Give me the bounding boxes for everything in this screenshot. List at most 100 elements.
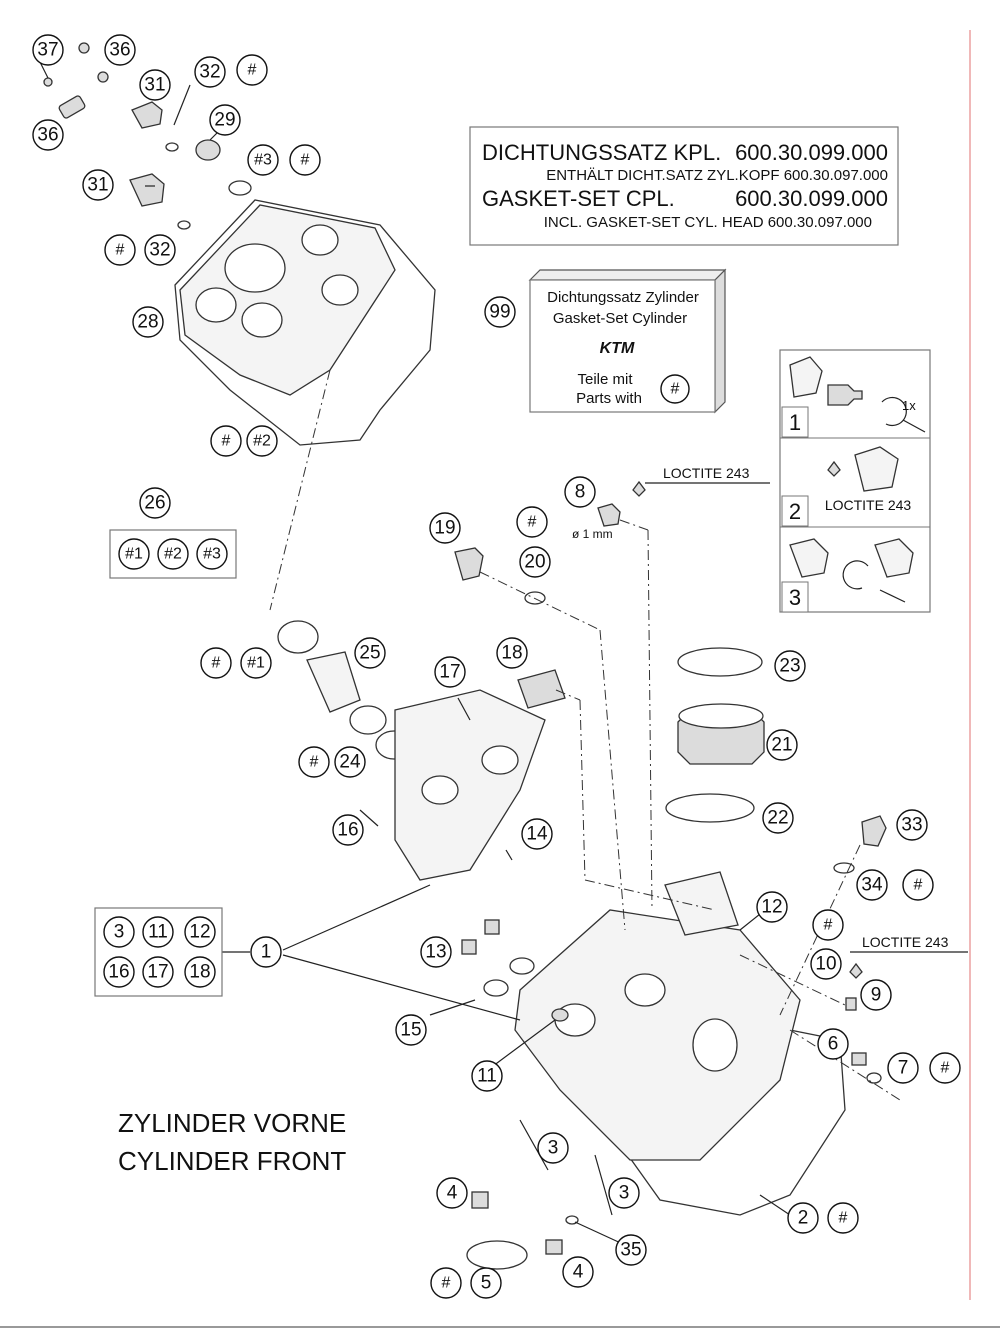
callout-label: # [310, 754, 319, 771]
step3-head-left-sketch [789, 538, 829, 578]
callout-label: 4 [447, 1183, 458, 1204]
callout-label: # [442, 1275, 451, 1292]
oring-5 [466, 1240, 528, 1270]
callout-label: 1 [261, 942, 272, 963]
notice-line1-right: 600.30.099.000 [735, 140, 888, 165]
callout-gasket-mark: # [210, 425, 242, 457]
oring-32-lower [177, 220, 191, 230]
callout-part-21: 21 [766, 729, 798, 761]
group-1-item: 11 [142, 916, 174, 948]
callout-part-31: 31 [139, 69, 171, 101]
group-26-item: #1 [118, 538, 150, 570]
nozzle-31-upper [131, 101, 163, 129]
callout-part-36: 36 [32, 119, 64, 151]
callout-gasket-mark: # [236, 54, 268, 86]
gasket-set-notice: DICHTUNGSSATZ KPL. 600.30.099.000 ENTHÄL… [469, 126, 899, 246]
group-26-callouts: 26 #1 #2 #3 [118, 487, 228, 570]
rotate-arrow-icon [881, 396, 907, 427]
tappet-25 [306, 651, 361, 713]
hose-clamp-23 [677, 647, 763, 677]
screw-9 [845, 997, 857, 1011]
kit-line2: Gasket-Set Cylinder [553, 310, 687, 327]
callout-gasket-mark: # [104, 234, 136, 266]
callout-label: 18 [501, 643, 522, 664]
callout-label: 18 [189, 962, 210, 983]
callout-part-mark-3: #3 [247, 144, 279, 176]
callout-label: 11 [477, 1066, 497, 1087]
callout-part-4: 4 [562, 1256, 594, 1288]
valve-cover-assembly [43, 42, 436, 611]
pin-14 [505, 849, 513, 861]
callout-label: 17 [147, 962, 168, 983]
callout-label: # [528, 514, 537, 531]
callout-gasket-mark: # [516, 506, 548, 538]
callout-part-32: 32 [144, 234, 176, 266]
group-26-number: 26 [139, 487, 171, 519]
callout-part-19: 19 [429, 512, 461, 544]
callout-gasket-mark: # [929, 1052, 961, 1084]
nut-13-b [484, 919, 500, 935]
callout-gasket-mark: # [430, 1267, 462, 1299]
ktm-logo: KTM [600, 340, 635, 357]
callout-label: 21 [771, 735, 792, 756]
notice-line3-right: 600.30.099.000 [735, 186, 888, 211]
callout-label: 36 [109, 40, 130, 61]
nut-4-a [471, 1191, 489, 1209]
callout-label: 32 [199, 62, 220, 83]
screw-37 [43, 77, 53, 87]
kit-parts-en: Parts with [576, 390, 642, 407]
rotate-arrow-icon-2 [842, 560, 869, 590]
callout-gasket-mark: # [298, 746, 330, 778]
step3-arrow-icon [879, 589, 906, 603]
callout-label: 25 [359, 643, 380, 664]
group-1-item: 17 [142, 956, 174, 988]
callout-label: 15 [400, 1020, 421, 1041]
callout-label: # [914, 877, 923, 894]
callout-label: 26 [144, 493, 165, 514]
callout-label: #3 [203, 546, 221, 563]
callout-label: 29 [214, 110, 235, 131]
clamp-36 [58, 95, 86, 119]
nozzle-31-lower [129, 173, 165, 207]
callout-label: 36 [37, 125, 58, 146]
callout-part-29: 29 [209, 104, 241, 136]
callout-part-34: 34 [856, 869, 888, 901]
camshaft-assembly [277, 620, 566, 881]
callout-part-24: 24 [334, 746, 366, 778]
head-port [692, 1018, 738, 1072]
callout-label: 16 [337, 820, 358, 841]
callout-part-mark-1: #1 [240, 647, 272, 679]
callout-label: 16 [108, 962, 129, 983]
callout-label: #2 [164, 546, 182, 563]
callout-part-9: 9 [860, 979, 892, 1011]
callout-part-mark-2: #2 [246, 425, 278, 457]
assembly-steps-panel: 1 2 3 1x LOCTITE 243 [779, 349, 931, 613]
group-1-item: 18 [184, 956, 216, 988]
callout-part-20: 20 [519, 546, 551, 578]
loctite-label-lower: LOCTITE 243 [862, 934, 949, 950]
callout-label: 11 [148, 922, 168, 943]
sensor-33 [861, 815, 887, 847]
washer-15-a [483, 979, 509, 997]
callout-label: # [824, 917, 833, 934]
callout-part-11: 11 [471, 1060, 503, 1092]
oring-32-upper [165, 142, 179, 152]
spark-plug-hole [224, 243, 286, 293]
callout-part-4: 4 [436, 1177, 468, 1209]
callout-part-33: 33 [896, 809, 928, 841]
callout-label: 17 [439, 662, 460, 683]
callout-label: 28 [137, 312, 158, 333]
callout-label: #2 [253, 433, 271, 450]
washer-7 [866, 1072, 882, 1084]
pin-18 [517, 669, 566, 709]
callout-part-3: 3 [608, 1177, 640, 1209]
callout-part-99: 99 [484, 296, 516, 328]
callout-label: 20 [524, 552, 545, 573]
callout-part-15: 15 [395, 1014, 427, 1046]
shim-24-a [349, 705, 387, 735]
step3-head-right-sketch [874, 538, 914, 578]
callout-part-22: 22 [762, 802, 794, 834]
seal-3 [228, 180, 252, 196]
callout-part-3: 3 [537, 1132, 569, 1164]
